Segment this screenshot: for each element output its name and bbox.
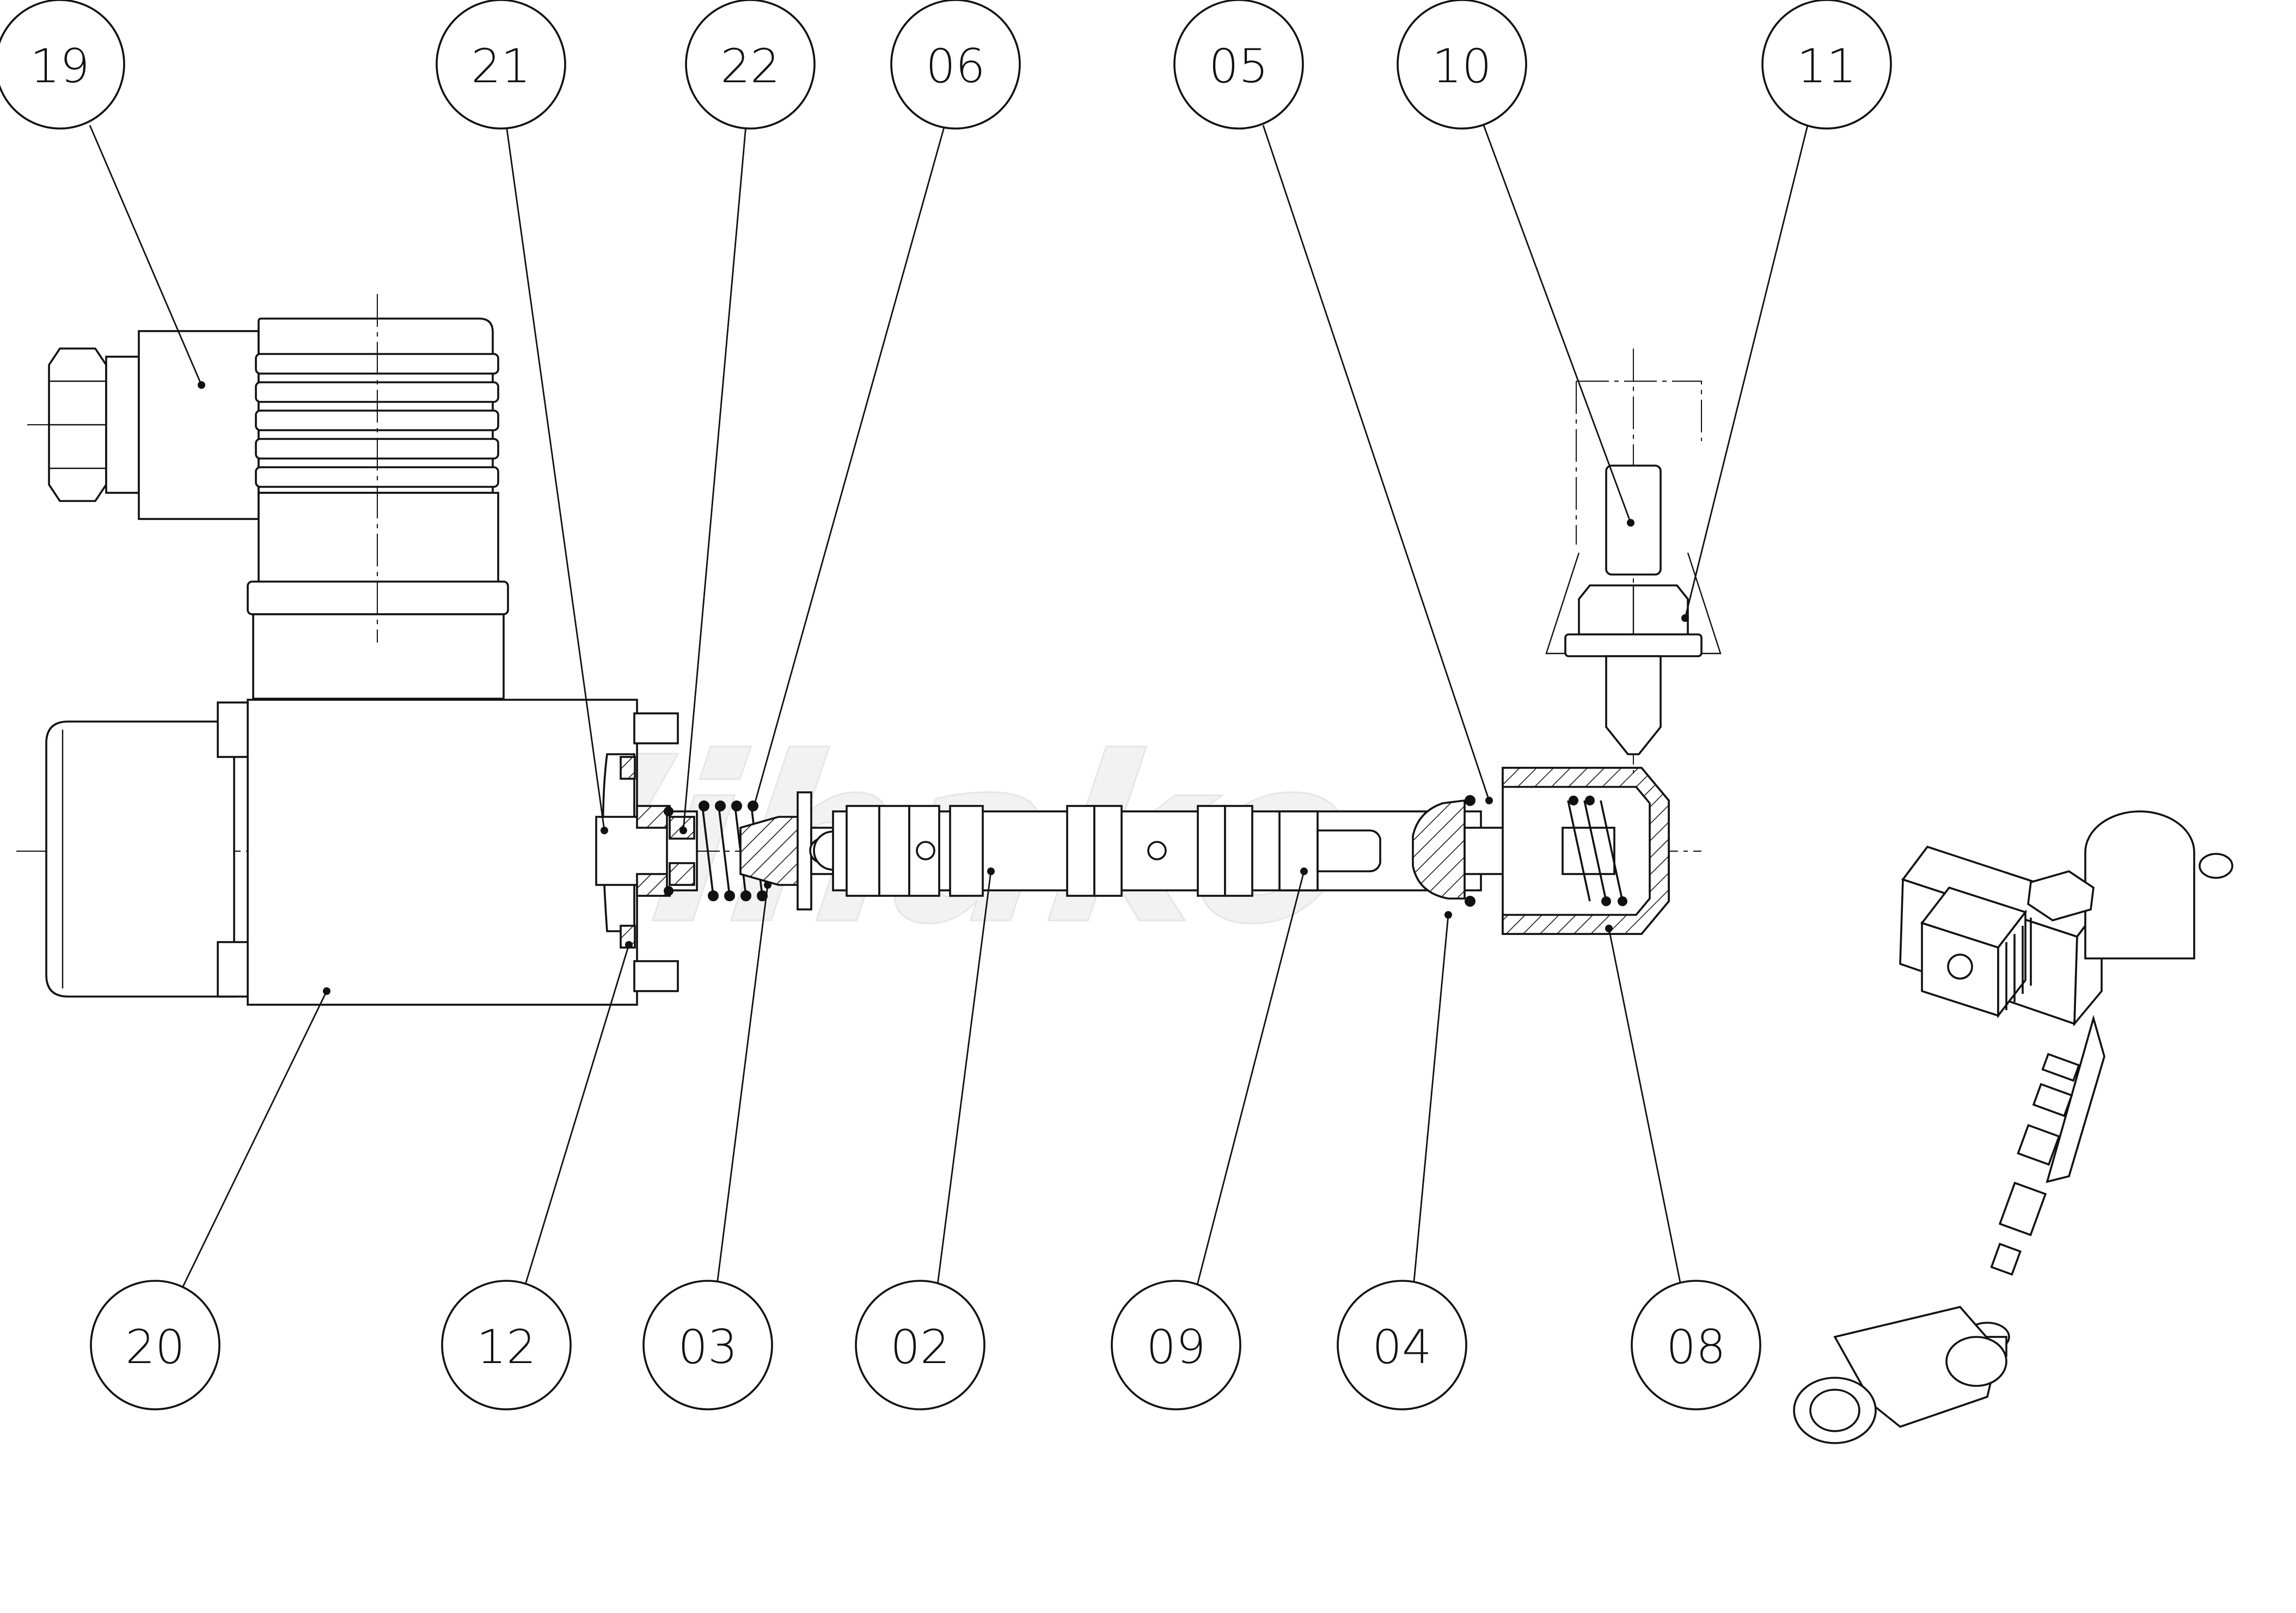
svg-text:06: 06 bbox=[926, 39, 985, 94]
svg-text:08: 08 bbox=[1666, 1320, 1725, 1374]
isometric-assembly-view bbox=[1793, 810, 2233, 1444]
callout-10: 10 bbox=[1397, 0, 1527, 130]
part-19-connector bbox=[27, 294, 509, 700]
callout-11: 11 bbox=[1761, 0, 1892, 130]
callout-20: 20 bbox=[90, 1280, 221, 1410]
callout-05: 05 bbox=[1173, 0, 1304, 130]
svg-text:05: 05 bbox=[1209, 39, 1268, 94]
part-20-solenoid-body bbox=[45, 699, 693, 1006]
svg-text:20: 20 bbox=[125, 1320, 185, 1374]
callout-22: 22 bbox=[685, 0, 816, 130]
svg-text:10: 10 bbox=[1432, 39, 1491, 94]
part-02-spool bbox=[832, 805, 1482, 897]
part-09-pin bbox=[1317, 829, 1381, 872]
part-08-end-housing bbox=[1502, 767, 1670, 935]
svg-text:22: 22 bbox=[720, 39, 780, 94]
callout-04: 04 bbox=[1337, 1280, 1467, 1410]
svg-text:03: 03 bbox=[678, 1320, 737, 1374]
callout-03: 03 bbox=[642, 1280, 773, 1410]
callout-08: 08 bbox=[1631, 1280, 1761, 1410]
callout-09: 09 bbox=[1111, 1280, 1241, 1410]
callout-02: 02 bbox=[855, 1280, 985, 1410]
callout-12: 12 bbox=[441, 1280, 572, 1410]
svg-text:19: 19 bbox=[30, 39, 89, 94]
leader-lines bbox=[89, 125, 1809, 1294]
svg-text:11: 11 bbox=[1797, 39, 1856, 94]
callout-06: 06 bbox=[890, 0, 1021, 130]
part-21-22-sleeve bbox=[664, 807, 698, 896]
callout-21: 21 bbox=[436, 0, 566, 130]
part-10-11-screw-nut bbox=[1545, 349, 1722, 773]
callout-19: 19 bbox=[0, 0, 125, 130]
svg-text:09: 09 bbox=[1146, 1320, 1205, 1374]
svg-text:02: 02 bbox=[890, 1320, 950, 1374]
svg-text:04: 04 bbox=[1372, 1320, 1431, 1374]
svg-text:21: 21 bbox=[471, 39, 530, 94]
svg-text:12: 12 bbox=[476, 1320, 536, 1374]
